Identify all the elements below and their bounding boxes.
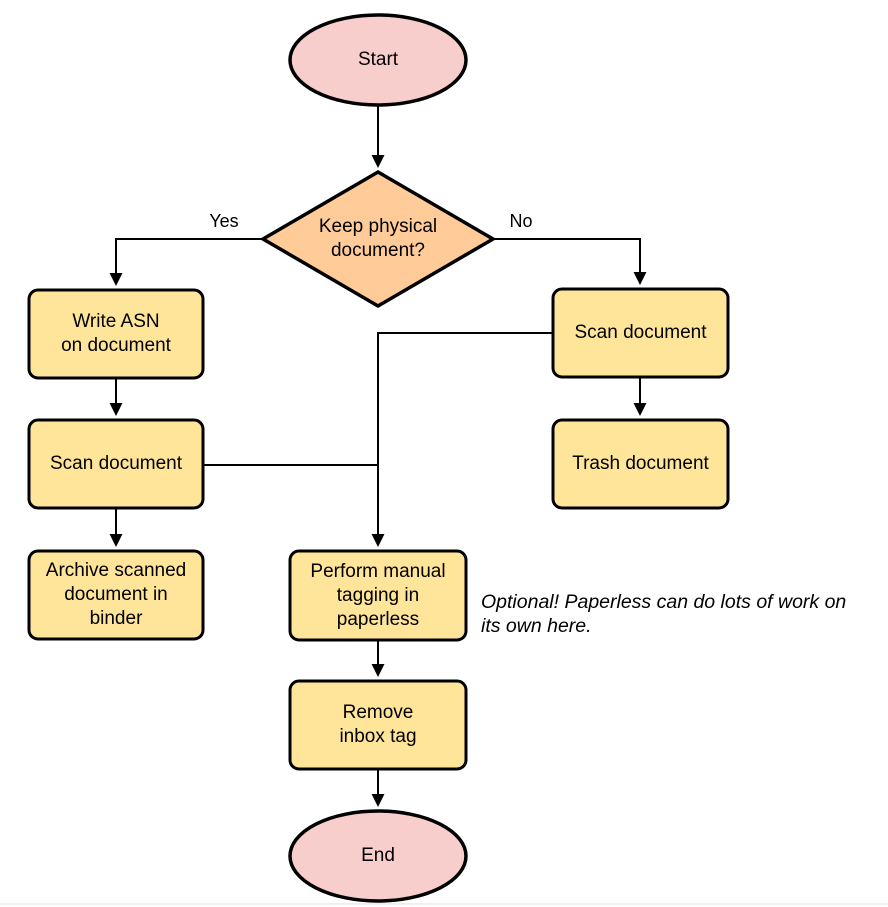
scan-right-node: [551, 287, 730, 379]
archive-node: [27, 549, 205, 641]
bottom-edge-strip: [0, 903, 888, 905]
end-node: [288, 809, 468, 903]
write-asn-node: [27, 288, 205, 380]
edge-decision-no-to-scan-right: [493, 238, 647, 285]
scan-left-node: [27, 418, 205, 510]
start-node: [288, 13, 468, 107]
edge-decision-yes-to-write-asn: [109, 238, 263, 286]
trash-node: [551, 418, 730, 510]
remove-inbox-node: [288, 679, 468, 771]
tagging-node: [288, 549, 468, 642]
decision-node: [259, 169, 497, 309]
edge-scan-right-to-tagging: [371, 332, 553, 547]
